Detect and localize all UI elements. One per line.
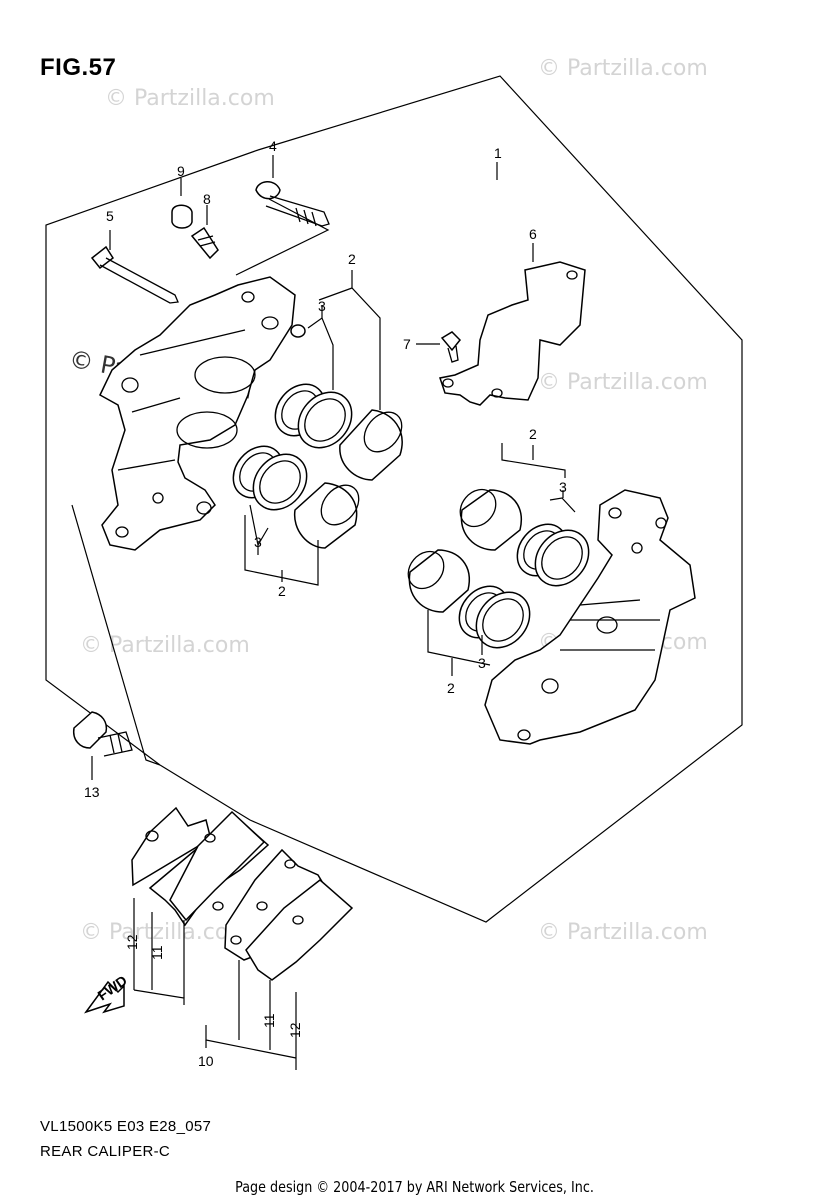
callout-5: 5 xyxy=(106,208,114,224)
bolt-part-7 xyxy=(416,331,462,363)
piston-seal-group-upper xyxy=(274,270,403,481)
copyright-notice: Page design © 2004-2017 by ARI Network S… xyxy=(235,1178,594,1196)
assembly-outline xyxy=(159,75,743,923)
figure-title: FIG.57 xyxy=(40,54,117,81)
bracket-part-6 xyxy=(439,243,586,406)
callout-13: 13 xyxy=(84,784,100,800)
watermark: © Partzilla.com xyxy=(538,56,708,81)
callout-6: 6 xyxy=(529,226,537,242)
bolt-part-4 xyxy=(255,155,330,227)
callout-4: 4 xyxy=(269,138,277,154)
bolt-part-5 xyxy=(90,230,179,304)
callout-12: 12 xyxy=(124,934,140,950)
section-name: REAR CALIPER-C xyxy=(40,1143,171,1160)
callout-3: 3 xyxy=(478,655,486,671)
watermark: © Partzilla.com xyxy=(80,920,250,945)
piston-seal-group-lower xyxy=(232,445,360,586)
callout-2: 2 xyxy=(529,426,537,442)
callout-3: 3 xyxy=(254,534,262,550)
bleeder-part-8 xyxy=(190,205,219,260)
fwd-arrow-icon xyxy=(84,980,125,1014)
assembly-outline xyxy=(235,198,330,276)
watermark: © Partzilla.com xyxy=(538,920,708,945)
watermark: © Partzilla.com xyxy=(80,633,250,658)
callout-2: 2 xyxy=(348,251,356,267)
watermark: © Partzilla.com xyxy=(538,370,708,395)
callout-8: 8 xyxy=(203,191,211,207)
callout-2: 2 xyxy=(447,680,455,696)
callout-12: 12 xyxy=(287,1022,303,1038)
callout-10: 10 xyxy=(198,1053,214,1069)
caliper-body-left xyxy=(99,276,296,551)
brake-pad-set xyxy=(131,806,354,1070)
piston-seal-group-right xyxy=(407,443,590,676)
watermark: © Partzilla.com xyxy=(105,86,275,111)
callout-7: 7 xyxy=(403,336,411,352)
callout-11: 11 xyxy=(261,1013,277,1028)
caliper-body-right xyxy=(484,489,696,745)
cap-part-9 xyxy=(171,178,193,229)
callout-3: 3 xyxy=(559,479,567,495)
callout-3: 3 xyxy=(318,298,326,314)
callout-1: 1 xyxy=(494,145,502,161)
callout-2: 2 xyxy=(278,583,286,599)
callout-11: 11 xyxy=(149,945,165,960)
callout-9: 9 xyxy=(177,163,185,179)
model-code: VL1500K5 E03 E28_057 xyxy=(40,1118,212,1135)
bolt-part-13 xyxy=(72,711,133,780)
washer xyxy=(290,324,306,338)
